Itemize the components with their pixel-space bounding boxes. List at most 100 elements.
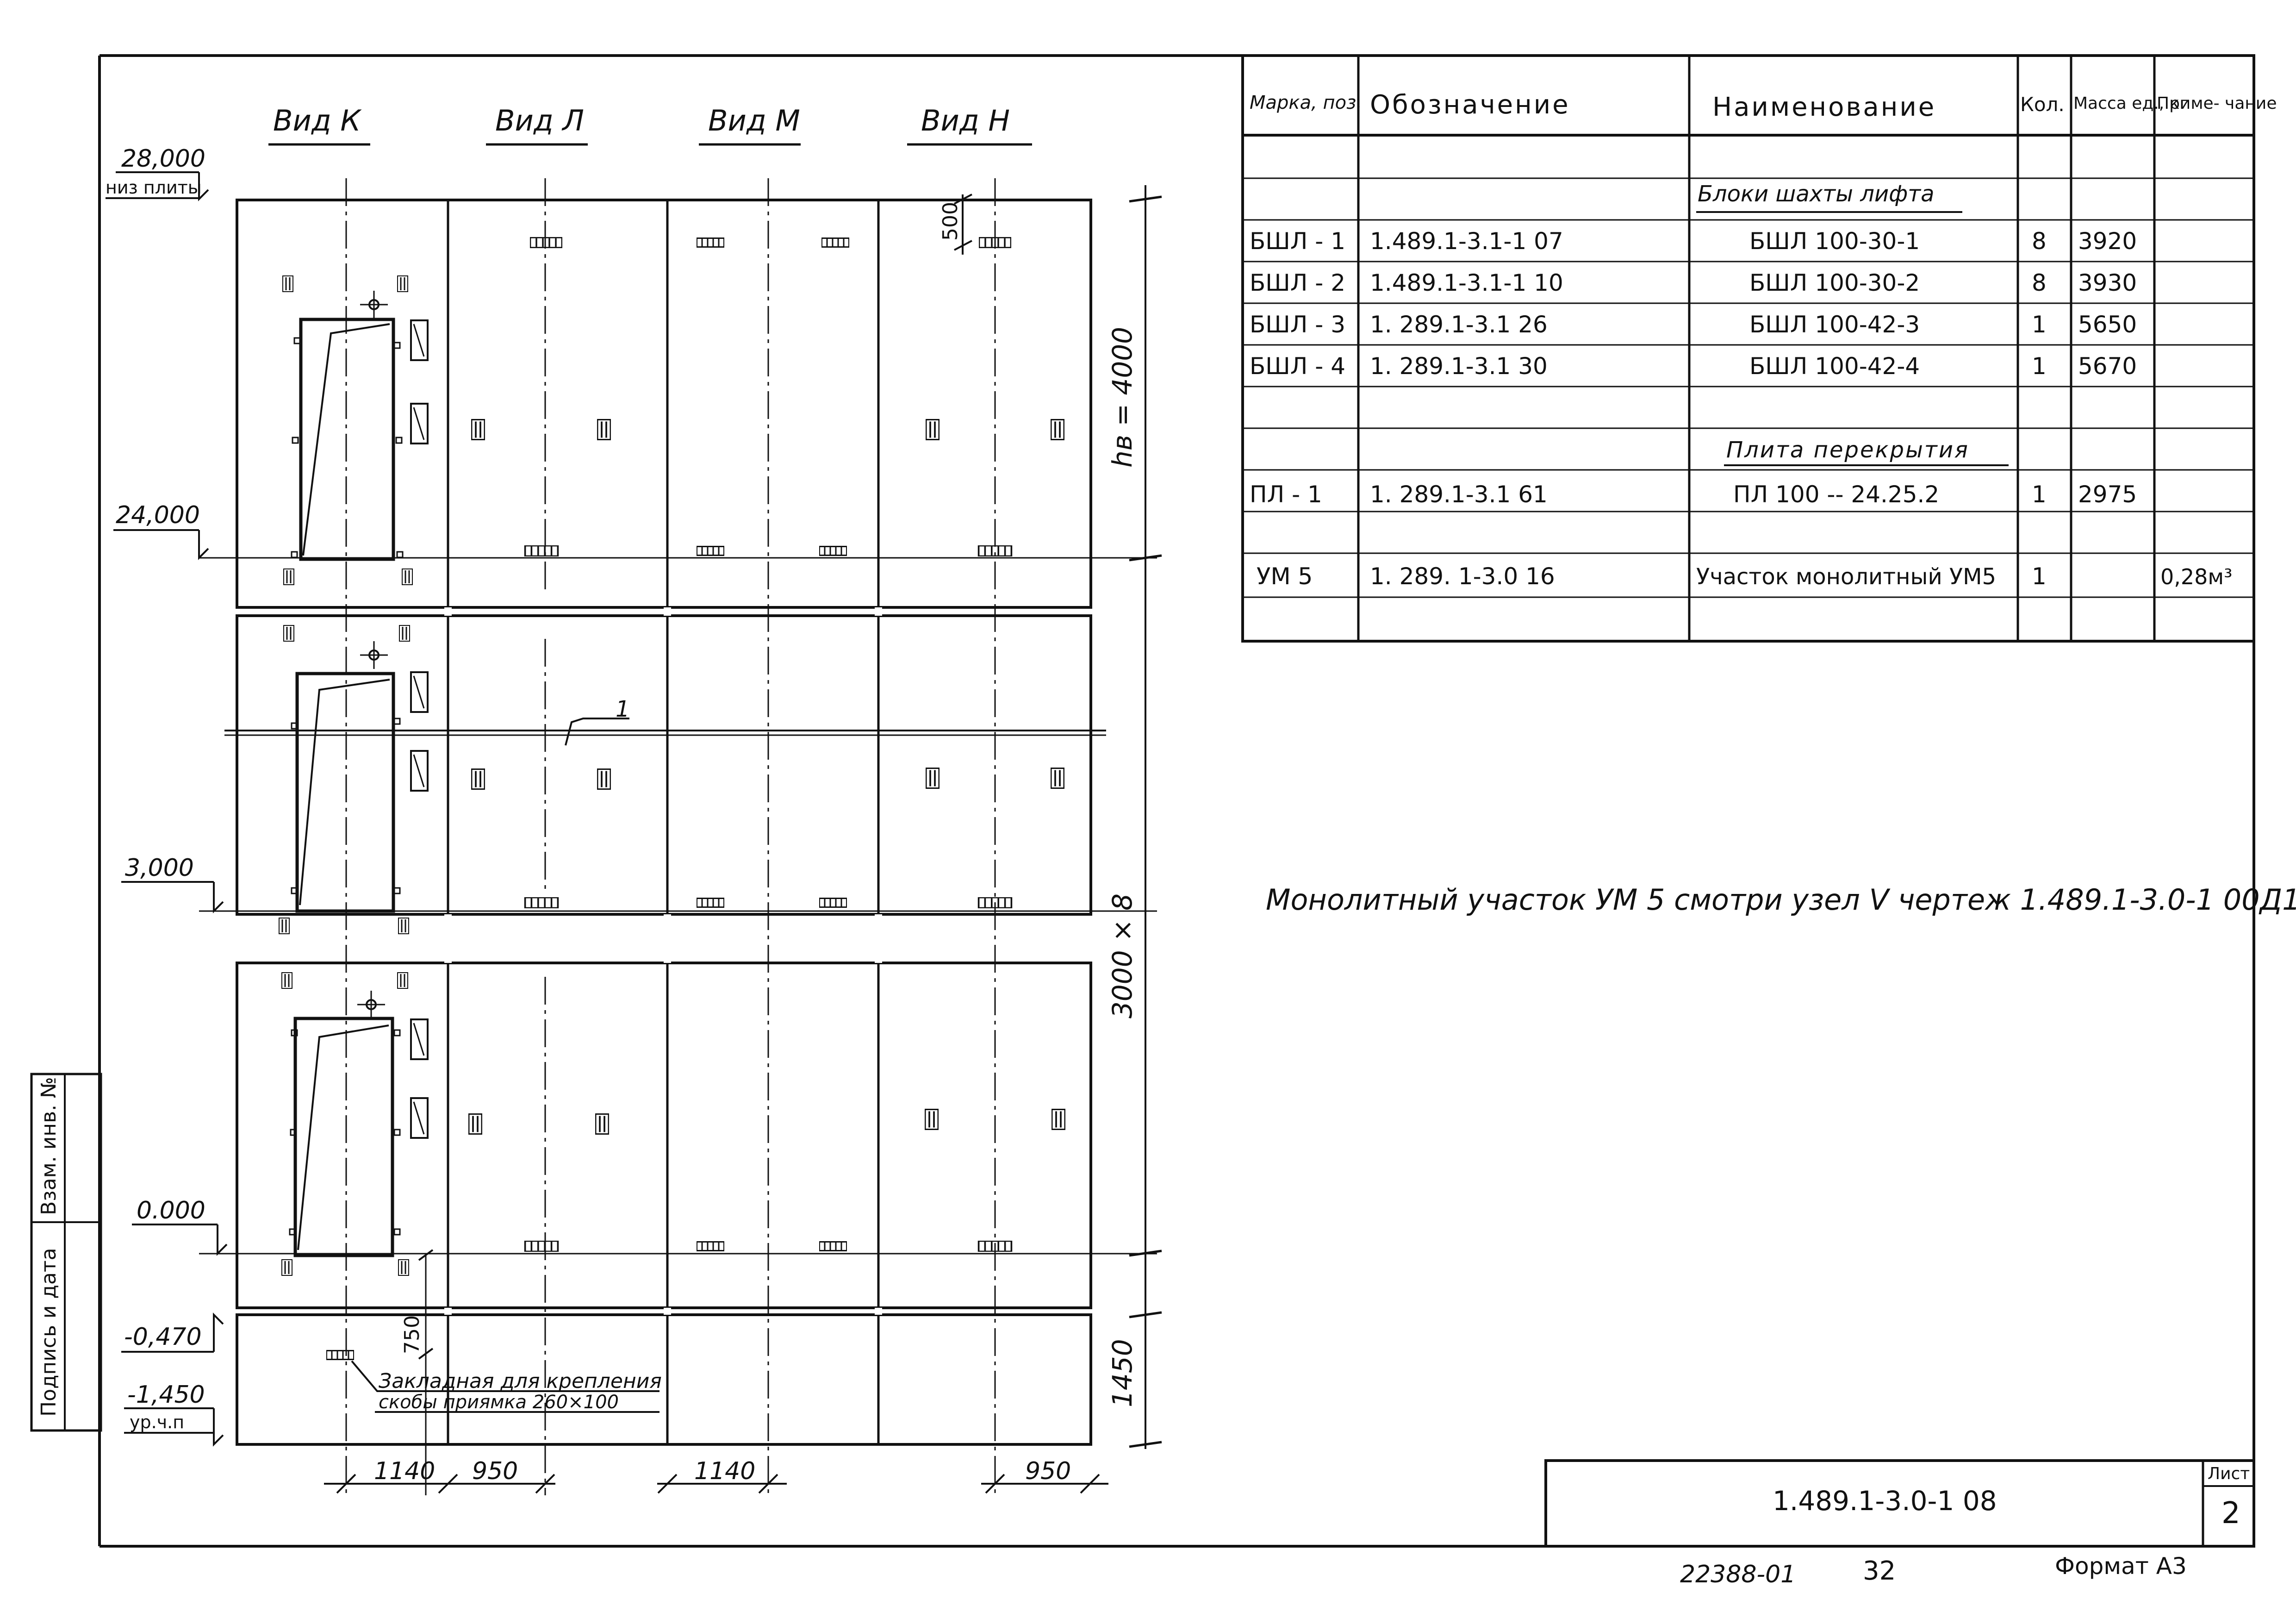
row-3-designation: 1. 289.1-3.1 26 [1370, 311, 1548, 338]
dim-950-a: 950 [472, 1457, 518, 1485]
spec-row-4: БШЛ - 4 1. 289.1-3.1 30 БШЛ 100-42-4 1 5… [1250, 353, 2137, 380]
level-m0470: -0,470 [124, 1323, 202, 1351]
level-0000: 0.000 [137, 1197, 205, 1224]
header-qty: Кол. [2020, 93, 2065, 116]
dim-750-group: 750 [400, 1249, 434, 1495]
embed-note: Закладная для крепления скобы приямка 26… [351, 1360, 662, 1413]
row-4-name: БШЛ 100-42-4 [1749, 353, 1920, 380]
row-2-mark: БШЛ - 2 [1250, 269, 1345, 296]
row-6-name: Участок монолитный УМ5 [1696, 564, 1996, 590]
dim-500-group: 500 [939, 194, 972, 255]
spec-row-2: БШЛ - 2 1.489.1-3.1-1 10 БШЛ 100-30-2 8 … [1250, 269, 2137, 296]
row-6-qty: 1 [2032, 563, 2047, 590]
row-3-mark: БШЛ - 3 [1250, 311, 1345, 338]
row-2-qty: 8 [2032, 269, 2047, 296]
section-shaft-blocks: Блоки шахты лифта [1698, 181, 1935, 207]
view-headings: Вид К Вид Л Вид М Вид Н [268, 104, 1032, 146]
monolith-note: Монолитный участок УМ 5 смотри узел V че… [1266, 883, 2296, 917]
sheet-label: Лист [2208, 1464, 2250, 1483]
page-number: 32 [1863, 1556, 1896, 1586]
header-mark: Марка, поз. [1250, 92, 1362, 113]
view-l-label: Вид Л [495, 104, 584, 137]
embed-note-line2: скобы приямка 260×100 [379, 1392, 619, 1413]
row-2-designation: 1.489.1-3.1-1 10 [1370, 269, 1563, 296]
target-marker-top [360, 291, 388, 319]
embed-note-line1: Закладная для крепления [379, 1369, 662, 1393]
section-marker: 1 [565, 696, 630, 746]
doc-code: 1.489.1-3.0-1 08 [1773, 1485, 1997, 1517]
dim-500: 500 [939, 202, 962, 241]
row-5-designation: 1. 289.1-3.1 61 [1370, 481, 1548, 508]
panel-top [236, 199, 1092, 609]
format-label: Формат А3 [2055, 1553, 2187, 1580]
dim-950-b: 950 [1025, 1457, 1071, 1485]
header-note: Приме- чание [2157, 94, 2277, 113]
row-1-mass: 3920 [2078, 228, 2137, 255]
side-stamp: Взам. инв. № Подпись и дата [30, 1073, 102, 1432]
view-k-label: Вид К [273, 104, 362, 137]
dim-1140-b: 1140 [694, 1457, 755, 1485]
spec-row-1: БШЛ - 1 1.489.1-3.1-1 07 БШЛ 100-30-1 8 … [1250, 228, 2137, 255]
door-opening-top [299, 318, 395, 561]
dim-750: 750 [400, 1315, 424, 1354]
target-marker-middle [360, 641, 388, 669]
row-6-note: 0,28м³ [2160, 564, 2233, 589]
panel-middle [236, 614, 1092, 916]
row-4-qty: 1 [2032, 353, 2047, 380]
row-3-name: БШЛ 100-42-3 [1749, 311, 1920, 338]
level-3000: 3,000 [125, 854, 194, 882]
side-podpis-label: Подпись и дата [37, 1248, 61, 1417]
view-m-label: Вид М [708, 104, 800, 137]
level-28000: 28,000 [121, 145, 205, 173]
door-opening-lower [293, 1017, 394, 1257]
dim-1450: 1450 [1107, 1339, 1138, 1407]
row-6-designation: 1. 289. 1-3.0 16 [1370, 563, 1555, 590]
side-vzam-label: Взам. инв. № [37, 1077, 61, 1215]
row-3-qty: 1 [2032, 311, 2047, 338]
section-marker-label: 1 [616, 696, 630, 722]
door-opening-middle [295, 672, 395, 913]
row-1-designation: 1.489.1-3.1-1 07 [1370, 228, 1563, 255]
level-24000: 24,000 [116, 501, 200, 529]
level-m1450: -1,450 [127, 1381, 205, 1409]
wall-signs [410, 319, 429, 1139]
vertical-dimensions: hв = 4000 3000 × 8 1450 [1107, 185, 1162, 1449]
row-3-mass: 5650 [2078, 311, 2137, 338]
row-1-qty: 8 [2032, 228, 2047, 255]
row-2-name: БШЛ 100-30-2 [1749, 269, 1920, 296]
view-n-label: Вид Н [921, 104, 1010, 137]
spec-row-3: БШЛ - 3 1. 289.1-3.1 26 БШЛ 100-42-3 1 5… [1250, 311, 2137, 338]
level-ur-ch-p: ур.ч.п [130, 1412, 184, 1432]
row-4-designation: 1. 289.1-3.1 30 [1370, 353, 1548, 380]
row-6-mark: УМ 5 [1257, 563, 1313, 590]
row-1-mark: БШЛ - 1 [1250, 228, 1345, 255]
spec-row-6: УМ 5 1. 289. 1-3.0 16 Участок монолитный… [1257, 563, 2233, 590]
spec-table: Марка, поз. Обозначение Наименование Кол… [1241, 54, 2277, 643]
row-2-mass: 3930 [2078, 269, 2137, 296]
row-5-mass: 2975 [2078, 481, 2137, 508]
level-markers: 28,000 низ плиты 24,000 3,000 0.000 -0,4… [106, 145, 228, 1447]
sheet-number: 2 [2221, 1496, 2240, 1530]
header-mass: Масса ед., кг [2073, 94, 2188, 113]
title-stamp: 1.489.1-3.0-1 08 Лист 2 [1544, 1459, 2255, 1548]
spec-row-5: ПЛ - 1 1. 289.1-3.1 61 ПЛ 100 -- 24.25.2… [1250, 481, 2137, 508]
row-5-name: ПЛ 100 -- 24.25.2 [1733, 481, 1939, 508]
panel-pit [236, 1313, 1092, 1446]
inventory-number: 22388-01 [1680, 1561, 1796, 1588]
row-4-mass: 5670 [2078, 353, 2137, 380]
row-4-mark: БШЛ - 4 [1250, 353, 1345, 380]
elevation-panels [199, 178, 1157, 1495]
row-5-mark: ПЛ - 1 [1250, 481, 1322, 508]
dim-hb-4000: hв = 4000 [1107, 327, 1138, 468]
header-name: Наименование [1712, 92, 1936, 122]
horizontal-dimensions: 1140 950 1140 950 [324, 1457, 1108, 1494]
level-niz-plity: низ плиты [106, 177, 202, 198]
dim-3000x8: 3000 × 8 [1107, 893, 1138, 1018]
footer: 22388-01 32 Формат А3 [1680, 1553, 2187, 1588]
embedded-parts [279, 237, 1065, 1361]
target-marker-lower [357, 991, 385, 1018]
header-designation: Обозначение [1370, 90, 1570, 120]
row-5-qty: 1 [2032, 481, 2047, 508]
dim-1140-a: 1140 [374, 1457, 435, 1485]
